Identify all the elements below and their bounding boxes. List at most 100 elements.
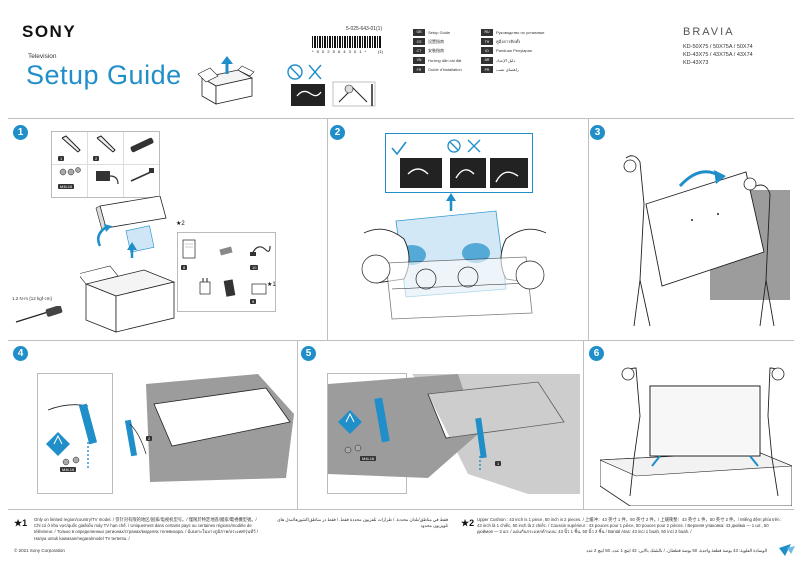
- divider: [8, 509, 794, 510]
- lifting-guidance-icons: [391, 139, 528, 188]
- remote-control-icon: [130, 137, 154, 153]
- people-lifting-tv-illustration: [361, 193, 547, 320]
- step-1-badge: 1: [13, 125, 28, 140]
- divider: [8, 118, 794, 119]
- torque-line: 1.2 N·m {12 kgf·cm}: [12, 296, 53, 301]
- model-list: KD-50X75 / 50X75A / 50X74 KD-43X75 / 43X…: [683, 43, 753, 67]
- screw-icon: [59, 167, 81, 176]
- attach-stand-leg-illustration: [46, 374, 294, 482]
- divider: [8, 340, 794, 341]
- footnote-marker-1: ★1: [267, 282, 276, 288]
- step-3-badge: 3: [590, 125, 605, 140]
- part-label-10: 10: [250, 265, 259, 270]
- language-name: Setup Guide: [428, 29, 451, 35]
- place-tv-upright-illustration: [600, 367, 792, 506]
- language-name: 设置指南: [428, 38, 444, 44]
- part-label-step4: 2: [146, 436, 153, 441]
- handling-warning-illustration: [287, 64, 376, 107]
- language-name: راهنمای نصب: [496, 67, 519, 73]
- divider: [327, 118, 328, 340]
- model-line: KD-43X75 / 43X75A / 43X74: [683, 52, 753, 58]
- language-code: FR: [413, 66, 425, 74]
- attach-second-stand-leg-illustration: [328, 374, 580, 494]
- manual-icon: [182, 239, 196, 259]
- screw-label: M4L16: [58, 184, 75, 189]
- footnote-mark-2: ★2: [461, 518, 475, 528]
- part-label-step5: 1: [495, 461, 502, 466]
- language-code: CT: [413, 47, 425, 55]
- language-name: คู่มือการติดตั้ง: [496, 39, 521, 45]
- placing-tv-face-down-illustration: [623, 155, 790, 327]
- stand-attach-detail-box: [37, 373, 113, 494]
- step-4-badge: 4: [13, 346, 28, 361]
- language-code: GB: [413, 28, 425, 36]
- language-name: Panduan Penyiapan: [496, 48, 533, 54]
- language-code: PR: [481, 66, 493, 74]
- barcode-number: * 5 0 2 5 6 4 3 0 1 *: [312, 49, 368, 54]
- adapter-icon: [251, 283, 267, 295]
- footnote-marker-2: ★2: [176, 221, 185, 227]
- step-2-badge: 2: [330, 125, 345, 140]
- torque-spec: 1.2 N·m {12 kgf·cm}: [12, 296, 52, 302]
- cable-icon: [250, 245, 271, 256]
- corner-logo-icon: [779, 544, 795, 556]
- bravia-logo: BRAVIA: [683, 26, 735, 38]
- battery-icon: [219, 246, 233, 256]
- divider: [588, 118, 589, 340]
- part-label-1: 1: [58, 156, 65, 161]
- footnote-mark-1: ★1: [14, 518, 28, 528]
- step-5-badge: 5: [301, 346, 316, 361]
- footnote-text-2: Upper Cushion : 43 inch is 1 piece, 50 i…: [477, 517, 781, 535]
- model-line: KD-43X73: [683, 60, 709, 66]
- card-icon: [223, 279, 236, 297]
- footnote-text-1-rtl: فقط في مناطق/بلدان محددة. / طرازات تلفزي…: [277, 517, 448, 529]
- tv-box-illustration: [197, 56, 255, 105]
- plug-adapter-icon: [199, 278, 211, 295]
- language-name: Руководство по установке: [496, 29, 545, 35]
- model-line: KD-50X75 / 50X75A / 50X74: [683, 44, 753, 50]
- language-name: Hướng dẫn cài đặt: [428, 57, 462, 63]
- unboxing-illustration: [80, 196, 176, 333]
- language-code: RU: [481, 28, 493, 36]
- divider: [583, 340, 584, 509]
- part-label-2: 2: [93, 156, 100, 161]
- part-label-9: 9: [250, 299, 257, 304]
- footnote-text-2-rtl: الوسادة العلوية: 43 بوصة قطعة واحدة، 50 …: [586, 548, 767, 553]
- language-code: VN: [413, 56, 425, 64]
- language-code: ID: [481, 47, 493, 55]
- language-name: Guide d'installation: [428, 67, 462, 73]
- stand-leg-icon: [61, 135, 81, 153]
- language-code: TH: [481, 38, 493, 46]
- stand-leg-icon: [96, 135, 116, 153]
- ac-adapter-icon: [96, 171, 119, 185]
- language-code: AR: [481, 56, 493, 64]
- copyright: © 2021 Sony Corporation: [14, 548, 65, 553]
- power-cord-icon: [130, 168, 154, 182]
- barcode: [312, 36, 382, 48]
- part-number: 5-025-643-01(1): [346, 26, 383, 32]
- step-6-badge: 6: [589, 346, 604, 361]
- language-name: 安裝指南: [428, 47, 444, 53]
- screwdriver-icon: [15, 306, 63, 323]
- barcode-suffix: (1): [378, 49, 383, 54]
- sony-logo: SONY: [22, 22, 77, 41]
- language-name: دليل الإعداد: [496, 57, 516, 63]
- footnote-text-1: Only on limited region/country/TV model.…: [34, 517, 258, 541]
- part-label-8: 8: [181, 265, 188, 270]
- screw-label-step4: M4L16: [60, 467, 77, 472]
- product-category: Television: [28, 53, 57, 60]
- language-code: CS: [413, 38, 425, 46]
- divider: [297, 340, 298, 509]
